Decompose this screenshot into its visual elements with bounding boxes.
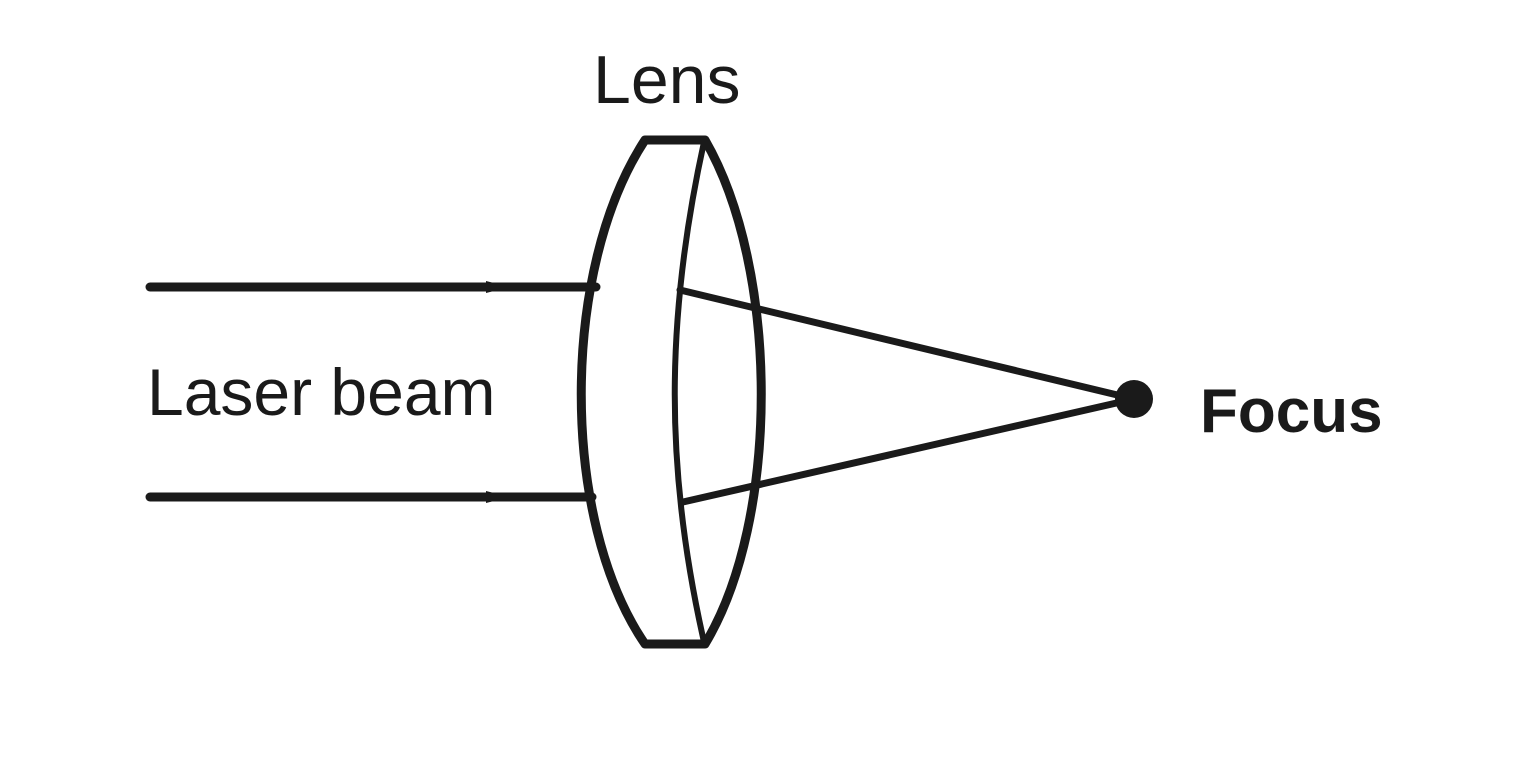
converging-rays — [676, 286, 1138, 506]
lens-label: Lens — [593, 42, 740, 118]
lens-shape — [576, 135, 766, 649]
upper-ray-arrowhead — [486, 281, 510, 293]
lens-inner-edge — [671, 139, 707, 645]
lower-ray-arrowhead — [486, 491, 510, 503]
laser-beam-label: Laser beam — [147, 355, 496, 429]
laser-beam-rays — [145, 281, 601, 503]
focus-point — [1115, 380, 1153, 418]
upper-converging-ray — [676, 286, 1138, 403]
focus-label: Focus — [1200, 377, 1383, 446]
lens-outer-outline — [576, 135, 766, 649]
